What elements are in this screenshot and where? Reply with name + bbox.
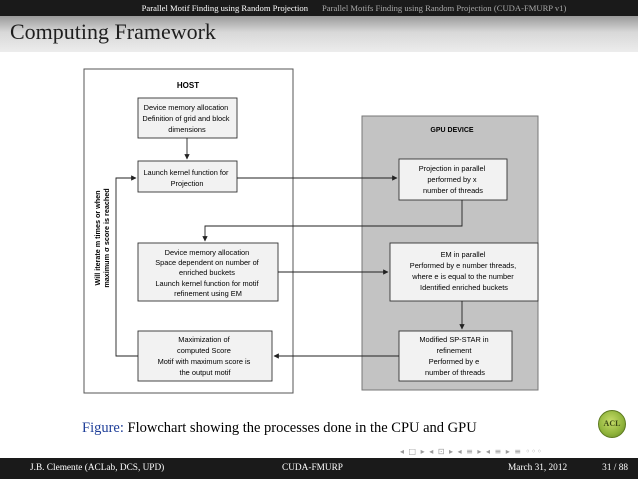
gpu-box-sp-star	[398, 330, 513, 382]
gpu-box-projection	[398, 158, 508, 201]
gpu-box-2-line-3: where e is equal to the number	[411, 272, 514, 281]
svg-text:Projection in parallel per: Projection in parallel performed by x nu…	[419, 164, 488, 195]
host-box-3-line-1: Device memory allocation	[165, 248, 250, 257]
gpu-box-3-line-1: Modified SP-STAR in	[419, 335, 488, 344]
host-box-4-line-2: computed Score	[177, 346, 231, 355]
frame-title: Computing Framework	[10, 19, 216, 44]
svg-text:Modified SP-STAR in refine: Modified SP-STAR in refinement Performed…	[419, 335, 490, 377]
host-box-3-line-4: Launch kernel function for motif	[155, 279, 259, 288]
gpu-box-1-line-2: performed by x	[427, 175, 477, 184]
host-box-2-line-1: Launch kernel function for	[143, 168, 229, 177]
navigation-icons[interactable]: ◂ □ ▸ ◂ ⊡ ▸ ◂ ≡ ▸ ◂ ≡ ▸ ≡ ◦◦◦	[400, 447, 543, 456]
svg-text:EM in parallel Performed b: EM in parallel Performed by e number thr…	[410, 250, 518, 292]
loop-label-line-1: Will iterate m times or when	[93, 191, 102, 286]
svg-text:Launch kernel function for: Launch kernel function for Projection	[143, 168, 230, 188]
gpu-box-1-line-3: number of threads	[423, 186, 483, 195]
figure-caption: Figure: Flowchart showing the processes …	[82, 420, 477, 437]
gpu-box-2-line-1: EM in parallel	[441, 250, 486, 259]
footer-short-title: CUDA-FMURP	[282, 463, 343, 473]
footer-bar: J.B. Clemente (ACLab, DCS, UPD) CUDA-FMU…	[0, 458, 638, 479]
footer-author: J.B. Clemente (ACLab, DCS, UPD)	[30, 463, 165, 473]
footer-page-number: 31 / 88	[602, 463, 628, 473]
logo-text: ACL	[603, 419, 621, 428]
host-box-3-line-3: enriched buckets	[179, 268, 235, 277]
host-box-launch-projection	[137, 160, 238, 193]
gpu-box-em	[389, 242, 539, 302]
svg-text:Maximization of computed S: Maximization of computed Score Motif wit…	[158, 335, 253, 377]
caption-label: Figure:	[82, 420, 124, 436]
host-label: HOST	[177, 81, 199, 90]
host-box-4-line-4: the output motif	[180, 368, 232, 377]
host-box-4-line-1: Maximization of	[178, 335, 230, 344]
footer-date-page: March 31, 2012 31 / 88	[424, 458, 638, 479]
host-box-launch-em	[137, 242, 279, 302]
host-box-1-line-1: Device memory allocation	[144, 103, 229, 112]
loop-label-line-2: maximum σ score is reached	[102, 188, 111, 287]
caption-text: Flowchart showing the processes done in …	[127, 420, 477, 436]
svg-text:Device memory allocation S: Device memory allocation Space dependent…	[155, 248, 261, 298]
gpu-label: GPU DEVICE	[430, 127, 474, 134]
header-section-left[interactable]: Parallel Motif Finding using Random Proj…	[141, 3, 308, 13]
aclab-logo: ACL	[598, 410, 626, 438]
flow-arrows	[115, 138, 465, 359]
gpu-box-3-line-3: Performed by e	[429, 357, 480, 366]
header-bar: Parallel Motif Finding using Random Proj…	[0, 0, 638, 16]
gpu-box-2-line-4: Identified enriched buckets	[420, 283, 508, 292]
gpu-box-3-line-4: number of threads	[425, 368, 485, 377]
host-box-3-line-5: refinement using EM	[174, 289, 242, 298]
gpu-box-2-line-2: Performed by e number threads,	[410, 261, 516, 270]
gpu-box-3-line-2: refinement	[437, 346, 472, 355]
host-box-2-line-2: Projection	[171, 179, 204, 188]
host-box-1-line-2: Definition of grid and block	[142, 114, 229, 123]
footer-date: March 31, 2012	[508, 463, 568, 473]
host-box-allocation	[137, 97, 238, 139]
header-section-right[interactable]: Parallel Motifs Finding using Random Pro…	[322, 3, 567, 13]
gpu-box-1-line-1: Projection in parallel	[419, 164, 486, 173]
frame-title-bar: Computing Framework	[0, 16, 638, 52]
host-box-4-line-3: Motif with maximum score is	[158, 357, 251, 366]
host-box-3-line-2: Space dependent on number of	[155, 258, 259, 267]
host-box-1-line-3: dimensions	[168, 125, 206, 134]
svg-text:Device memory allocation D: Device memory allocation Definition of g…	[142, 103, 231, 134]
